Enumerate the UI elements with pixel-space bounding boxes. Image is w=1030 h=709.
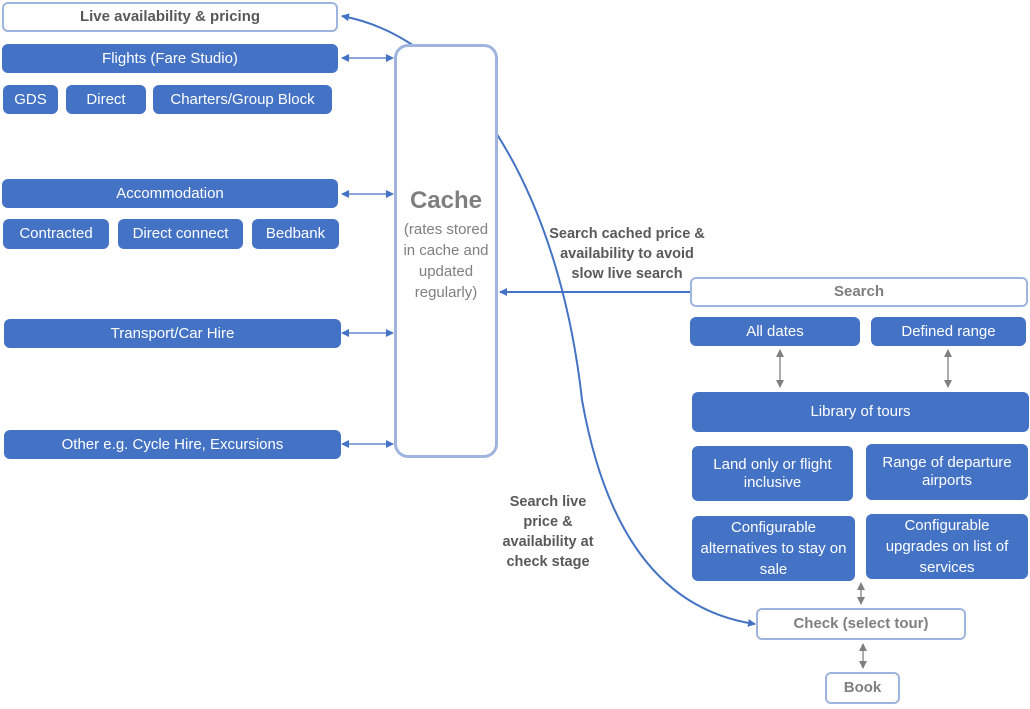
- upgrades-box: Configurable upgrades on list of service…: [866, 514, 1028, 579]
- source-gds: GDS: [3, 85, 58, 114]
- land-only-box: Land only or flight inclusive: [692, 446, 853, 501]
- source-direct-connect: Direct connect: [118, 219, 243, 249]
- transport-box: Transport/Car Hire: [4, 319, 341, 348]
- all-dates-box: All dates: [690, 317, 860, 346]
- other-box: Other e.g. Cycle Hire, Excursions: [4, 430, 341, 459]
- source-bedbank: Bedbank: [252, 219, 339, 249]
- flights-box: Flights (Fare Studio): [2, 44, 338, 73]
- source-contracted: Contracted: [3, 219, 109, 249]
- check-box: Check (select tour): [756, 608, 966, 640]
- accommodation-box: Accommodation: [2, 179, 338, 208]
- cache-subtitle: (rates stored in cache and updated regul…: [403, 221, 489, 301]
- alternatives-box: Configurable alternatives to stay on sal…: [692, 516, 855, 581]
- cache-title: Cache: [409, 187, 483, 214]
- arrow-curve-check: [581, 399, 756, 627]
- live-availability-box: Live availability & pricing: [2, 2, 338, 32]
- range-airports-box: Range of departure airports: [866, 444, 1028, 500]
- book-box: Book: [825, 672, 900, 704]
- cache-box: Cache (rates stored in cache and updated…: [394, 44, 498, 458]
- source-direct: Direct: [66, 85, 146, 114]
- note-live-search: Search live price & availability at chec…: [502, 494, 594, 570]
- library-box: Library of tours: [692, 392, 1029, 432]
- defined-range-box: Defined range: [871, 317, 1026, 346]
- search-box: Search: [690, 277, 1028, 307]
- source-charters: Charters/Group Block: [153, 85, 332, 114]
- note-cached-search: Search cached price & availability to av…: [549, 226, 705, 282]
